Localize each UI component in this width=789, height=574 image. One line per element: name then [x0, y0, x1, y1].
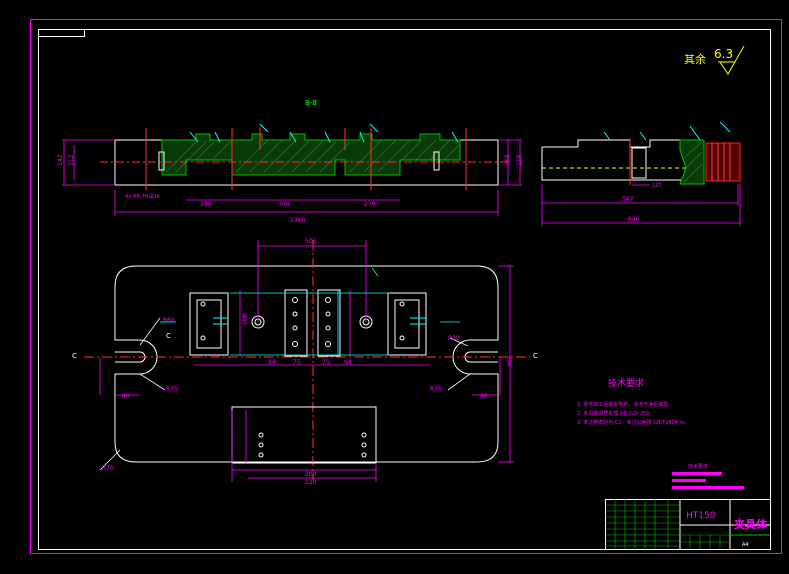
side-view: 547 640 137: [541, 121, 741, 226]
tech-notes: 技术要求 1. 零件加工后需去毛刺，清洗干净后装配。 2. 夹具体调质处理 HB…: [577, 377, 690, 426]
inner-frame: [38, 29, 771, 550]
roughness-symbol: 其余 6.3: [684, 45, 745, 75]
front-section-view: 1360 190 304 270 142 112 168 118 4×M8-7H…: [57, 123, 523, 224]
outer-frame: [30, 19, 782, 554]
dim-height-right: 168: [504, 154, 511, 166]
dim-plan-r-corner: R70: [102, 465, 114, 472]
tech-note-1: 1. 零件加工后需去毛刺，清洗干净后装配。: [577, 401, 673, 408]
dim-plan-height: 305: [507, 355, 514, 367]
tech-note-2: 2. 夹具体调质处理 HB 220-250。: [577, 410, 655, 417]
dim-plan-a: 94: [268, 359, 276, 366]
tech-title: 技术要求: [608, 377, 644, 389]
title-part-code: HT150: [686, 511, 716, 521]
dim-height-right-2: 118: [516, 154, 523, 166]
dim-front-3: 270: [364, 201, 376, 208]
section-label: B-B: [305, 99, 317, 107]
dim-height-left: 142: [57, 154, 64, 166]
dim-plan-plate: 200: [305, 471, 317, 478]
title-sheet: A4: [742, 542, 749, 548]
dim-plan-left-slot: 40: [122, 393, 130, 400]
stamp-block: 技术要求: [672, 463, 744, 489]
dim-plan-plate-2: 120: [305, 479, 317, 486]
dim-side-small: 137: [652, 183, 662, 189]
dim-front-2: 304: [278, 201, 290, 208]
section-mark-right: C: [533, 352, 538, 360]
dim-plan-r-slot: R30: [448, 335, 460, 342]
dim-plan-b: 75: [293, 359, 301, 366]
dim-plan-right-slot: 40: [480, 393, 488, 400]
dim-height-left-2: 112: [68, 154, 75, 166]
title-block: HT150 夹具体 A4: [605, 499, 771, 550]
plan-view: 505 305 R60 R75 R75 R70 R30 94 75 75 94 …: [72, 238, 538, 486]
dim-thread-note: 4×M8-7H深16: [125, 193, 160, 200]
roughness-value: 6.3: [714, 47, 733, 61]
dim-plan-c: 75: [322, 359, 330, 366]
dim-plan-inner: 100: [242, 313, 249, 325]
stamp-title: 技术要求: [688, 463, 708, 470]
dim-front-1: 190: [200, 201, 212, 208]
dim-plan-d: 94: [344, 359, 352, 366]
section-mark-mid: C: [166, 332, 171, 340]
roughness-prefix: 其余: [684, 52, 706, 66]
dim-side-width: 547: [622, 196, 634, 203]
corner-label-box: [38, 29, 85, 37]
dim-length: 1360: [290, 217, 305, 224]
dim-plan-radius: R60: [163, 317, 175, 324]
dim-side-total: 640: [628, 216, 640, 223]
dim-plan-r-left: R75: [166, 386, 178, 393]
tech-note-3: 3. 未注倒角均为 C1，未注公差按 GB/T1804-m。: [577, 419, 690, 426]
dim-plan-span: 505: [305, 238, 317, 245]
title-name: 夹具体: [734, 517, 768, 531]
dim-plan-r-right: R75: [430, 386, 442, 393]
section-mark-left: C: [72, 352, 77, 360]
